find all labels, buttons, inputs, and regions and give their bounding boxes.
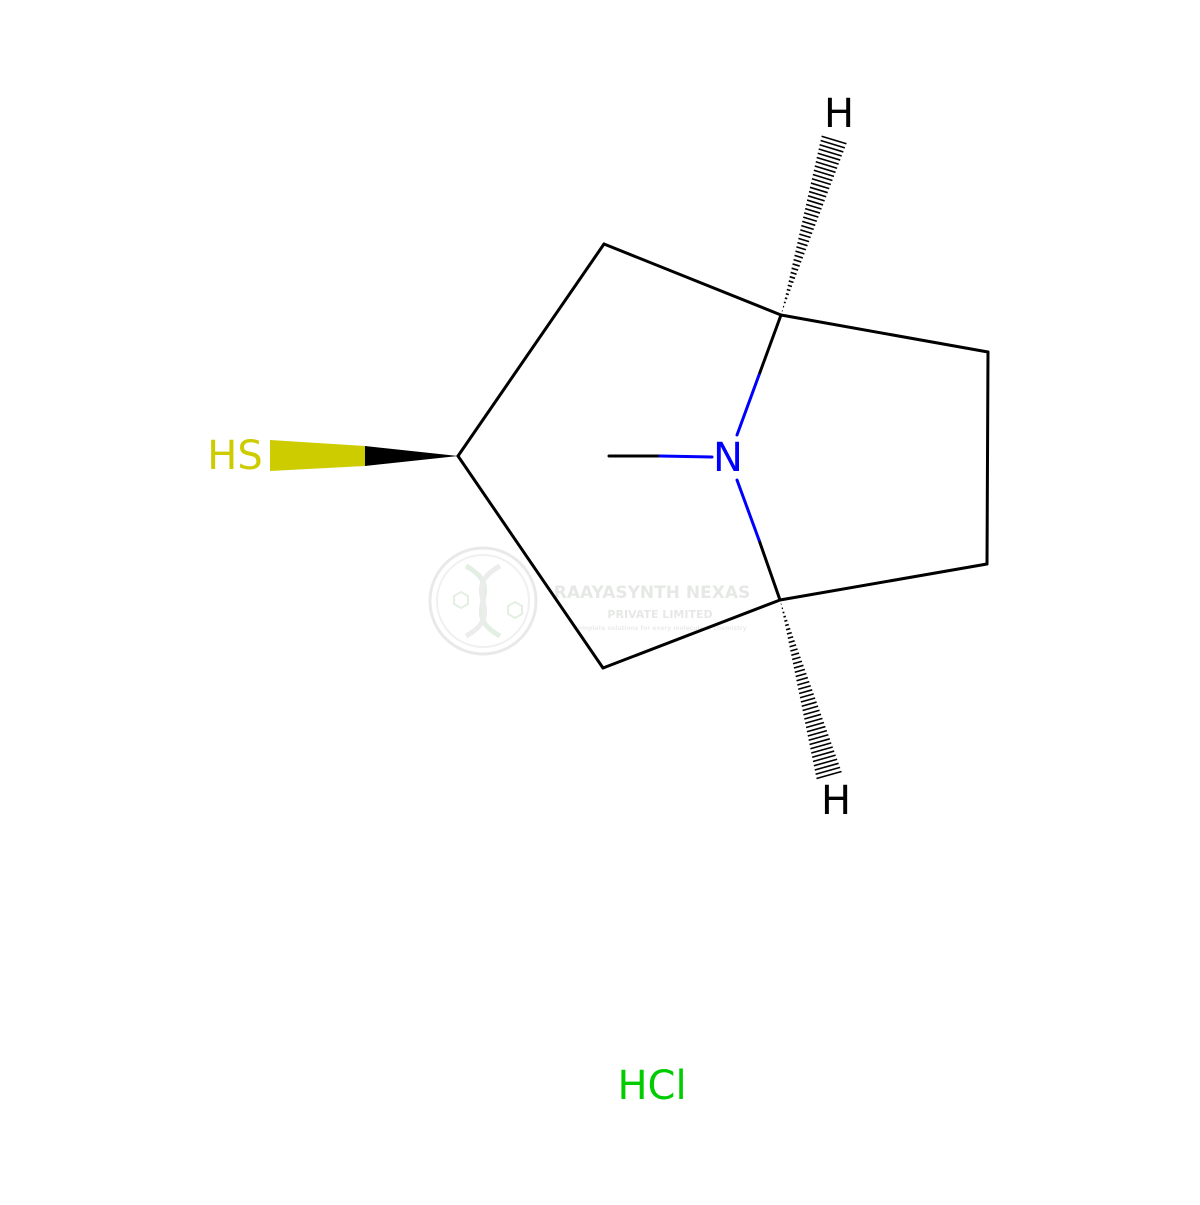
hash-stroke	[791, 653, 799, 655]
hash-stroke	[795, 669, 805, 672]
hash-stroke	[803, 710, 819, 715]
hash-stroke	[802, 702, 817, 706]
hash-stroke	[785, 298, 787, 299]
hash-stroke	[792, 268, 799, 270]
hash-stroke	[795, 255, 803, 258]
wedge-bond-sh	[270, 440, 458, 471]
bond-c1-n-blue	[737, 375, 759, 435]
wedge-bond-black	[365, 446, 458, 466]
hash-stroke	[788, 637, 793, 639]
hash-stroke	[797, 682, 809, 685]
bond-c7-c6	[987, 352, 988, 564]
hash-stroke	[805, 718, 822, 723]
hash-stroke	[789, 281, 794, 282]
bond-c1-c7	[781, 315, 988, 352]
hash-stroke	[785, 624, 789, 625]
hash-stroke	[802, 221, 815, 225]
wedge-bond-yellow	[270, 440, 365, 471]
hash-stroke	[790, 277, 795, 279]
hash-stroke	[800, 694, 814, 698]
hash-stroke	[809, 192, 826, 197]
watermark-company: RAAYASYNTH NEXAS	[554, 583, 751, 603]
hash-stroke	[799, 690, 812, 694]
hashed-bond-top-h	[782, 136, 846, 311]
watermark-tagline: Complete solutions for every molecule & …	[573, 625, 746, 632]
bond-c1-n-black	[759, 315, 781, 375]
hash-stroke	[797, 678, 808, 681]
hash-stroke	[787, 289, 791, 290]
hash-stroke	[806, 722, 824, 727]
hash-stroke	[796, 247, 805, 250]
hash-stroke	[784, 302, 786, 303]
hash-stroke	[787, 633, 792, 634]
hash-stroke	[793, 264, 800, 266]
hash-stroke	[793, 661, 802, 664]
hash-stroke	[803, 706, 818, 710]
hash-stroke	[804, 714, 821, 719]
hash-stroke	[783, 616, 785, 617]
hash-stroke	[788, 285, 792, 286]
bond-c5-n-blue	[737, 480, 759, 540]
hash-stroke	[791, 272, 797, 274]
watermark-helix-icon-2	[466, 566, 500, 636]
hash-stroke	[790, 645, 797, 647]
hash-stroke	[808, 196, 825, 201]
hash-stroke	[789, 641, 795, 643]
hash-stroke	[784, 620, 787, 621]
hashed-bond-bottom-h	[781, 604, 842, 778]
atom-label-h-top: H	[824, 91, 854, 137]
bond-methyl-n-blue	[660, 456, 712, 457]
hash-stroke	[800, 230, 812, 234]
hash-stroke	[790, 649, 797, 651]
hash-stroke	[792, 657, 800, 659]
hash-stroke	[805, 209, 820, 213]
bond-c2-c1	[604, 244, 781, 315]
atom-label-thiol: HS	[207, 433, 262, 479]
atom-label-h-bottom: H	[821, 778, 851, 824]
hash-stroke	[806, 204, 821, 209]
hash-stroke	[795, 251, 804, 254]
hash-stroke	[797, 243, 807, 246]
watermark-subtitle: PRIVATE LIMITED	[607, 608, 712, 621]
bond-c3-c4	[458, 456, 603, 668]
hash-stroke	[798, 686, 811, 690]
hash-stroke	[799, 234, 810, 237]
hash-stroke	[803, 217, 817, 221]
hash-stroke	[801, 698, 815, 702]
salt-label-hcl: HCl	[617, 1063, 686, 1109]
watermark-hexagon-icon	[454, 592, 468, 608]
hash-stroke	[804, 213, 818, 217]
hash-stroke	[807, 200, 823, 205]
hash-stroke	[801, 226, 813, 230]
hash-stroke	[796, 673, 807, 676]
hash-stroke	[798, 238, 809, 241]
hash-stroke	[794, 665, 804, 668]
nitrogen-bonds	[660, 375, 759, 540]
hash-stroke	[786, 294, 789, 295]
hash-stroke	[783, 612, 785, 613]
bond-c2-c3	[458, 244, 604, 456]
hash-stroke	[807, 727, 825, 732]
atom-label-nitrogen: N	[713, 435, 743, 481]
bond-c5-n-black	[759, 540, 780, 600]
watermark: RAAYASYNTH NEXAS PRIVATE LIMITED Complet…	[430, 548, 750, 654]
watermark-hexagon-icon-2	[508, 602, 522, 618]
hash-stroke	[794, 260, 802, 262]
bond-c6-c5	[780, 564, 987, 600]
hash-stroke	[786, 629, 790, 630]
